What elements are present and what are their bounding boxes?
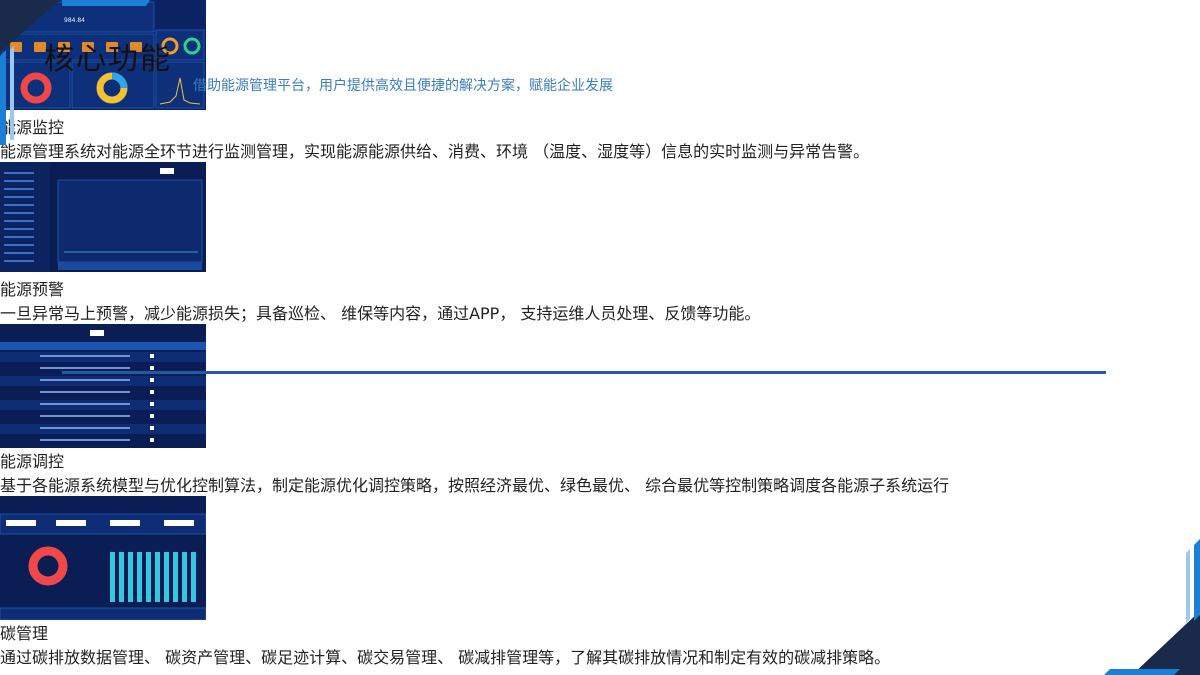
feature-card-control: 能源调控 基于各能源系统模型与优化控制算法，制定能源优化调控策略，按照经济最优、… (0, 324, 1200, 496)
feature-description: 通过碳排放数据管理、 碳资产管理、碳足迹计算、碳交易管理、 碳减排管理等，了解其… (0, 648, 891, 667)
corner-decoration-top-left (0, 0, 150, 145)
feature-description: 基于各能源系统模型与优化控制算法，制定能源优化调控策略，按照经济最优、绿色最优、… (0, 476, 950, 495)
feature-heading: 能源调控 (0, 452, 65, 471)
feature-heading: 能源预警 (0, 280, 65, 299)
feature-description: 一旦异常马上预警，减少能源损失；具备巡检、 维保等内容，通过APP， 支持运维人… (0, 304, 761, 323)
alert-screenshot (0, 162, 1200, 276)
feature-card-carbon: 碳管理 通过碳排放数据管理、 碳资产管理、碳足迹计算、碳交易管理、 碳减排管理等… (0, 496, 1200, 668)
corner-decoration-bottom-right (1104, 539, 1200, 675)
section-divider (62, 371, 1106, 374)
feature-card-alert: 能源预警 一旦异常马上预警，减少能源损失；具备巡检、 维保等内容，通过APP， … (0, 162, 1200, 324)
control-screenshot (0, 324, 1200, 448)
page-title: 核心功能 (44, 42, 172, 77)
carbon-screenshot (0, 496, 1200, 621)
monitor-screenshot: 140312 984.84 (0, 0, 1200, 114)
page-subtitle: 借助能源管理平台，用户提供高效且便捷的解决方案，赋能企业发展 (193, 78, 613, 94)
feature-description: 能源管理系统对能源全环节进行监测管理，实现能源能源供给、消费、环境 （温度、湿度… (0, 142, 870, 161)
feature-heading: 能源监控 (0, 118, 65, 137)
svg-text:984.84: 984.84 (64, 17, 85, 24)
feature-heading: 碳管理 (0, 624, 49, 643)
